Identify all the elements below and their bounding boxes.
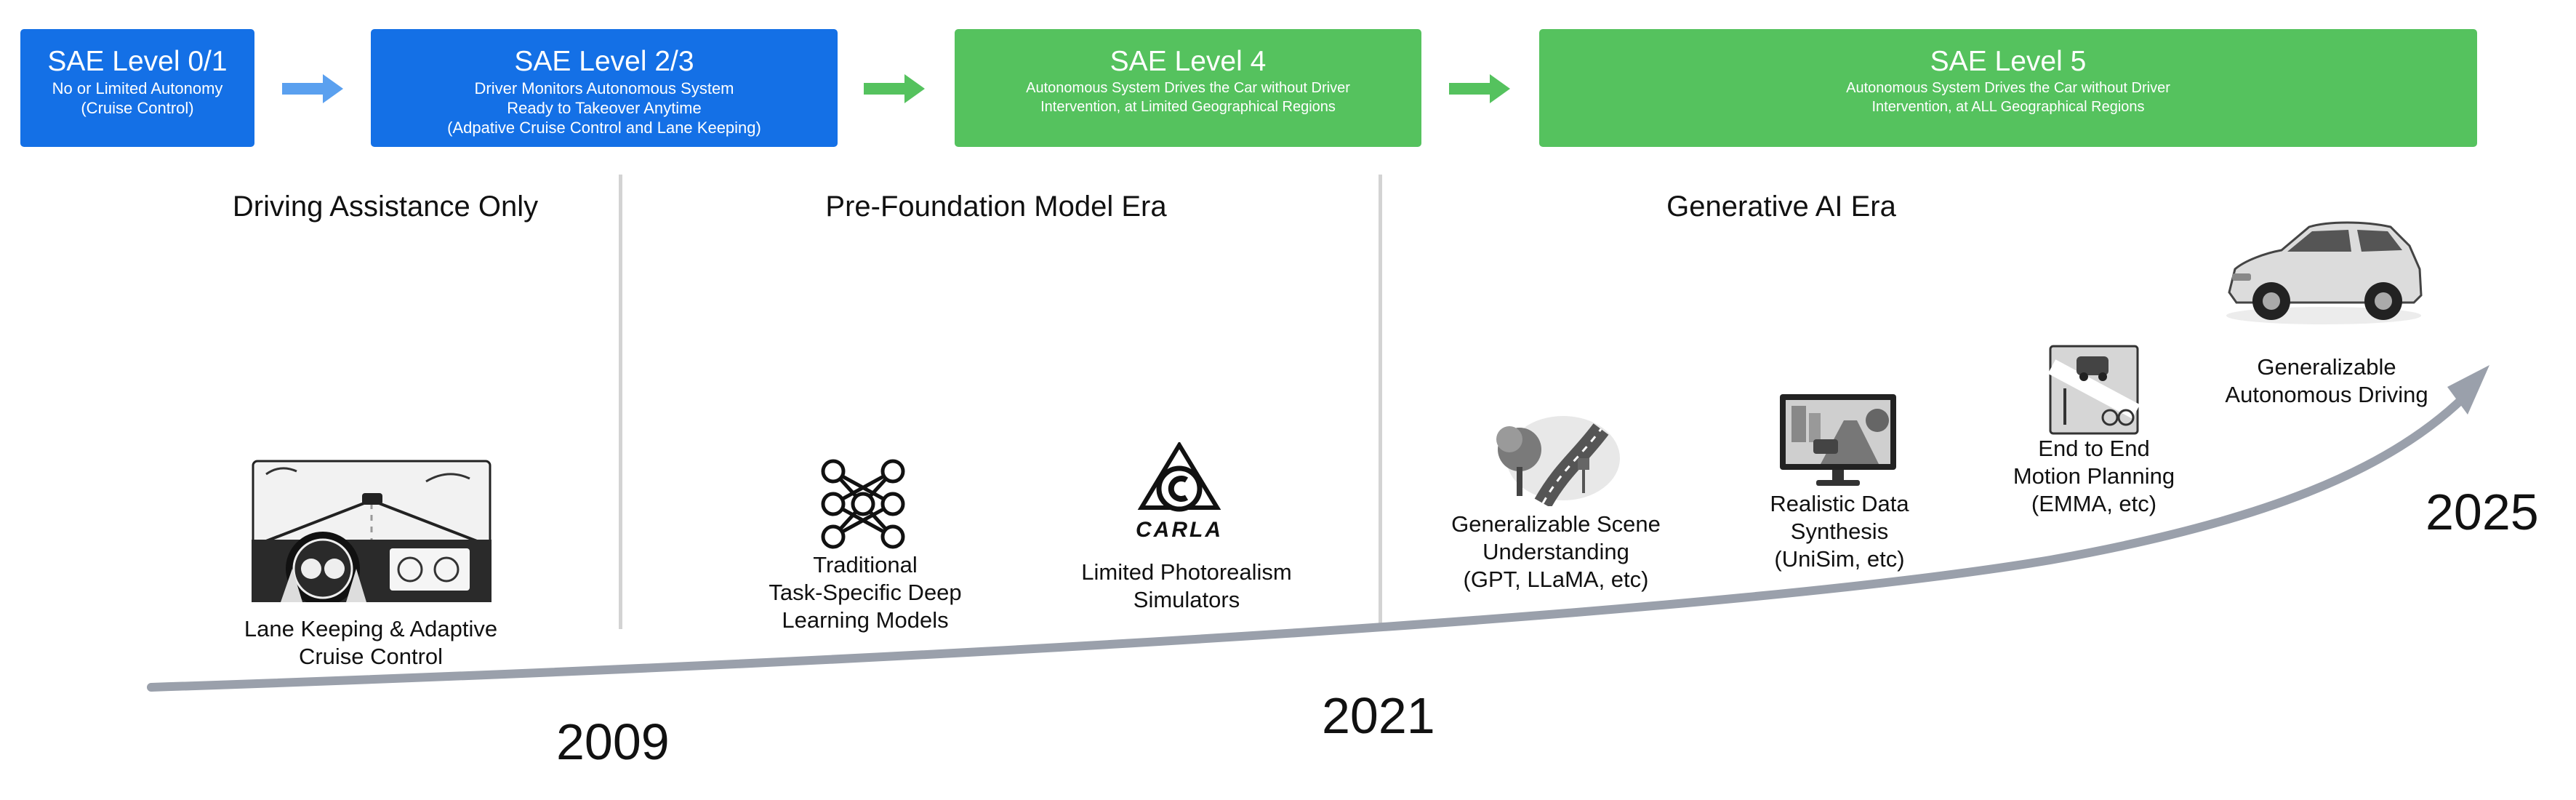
milestone-caption-line: End to End — [2038, 436, 2150, 461]
sae-level-2-3-line: Driver Monitors Autonomous System — [474, 79, 734, 97]
sae-level-5-line: Intervention, at ALL Geographical Region… — [1871, 99, 2145, 115]
sae-level-4-title: SAE Level 4 — [1110, 46, 1267, 77]
milestone-caption-line: Cruise Control — [298, 644, 444, 669]
era-divider — [1379, 175, 1382, 629]
sae-level-5-title: SAE Level 5 — [1930, 46, 2087, 77]
sae-level-0-1-line: No or Limited Autonomy — [52, 79, 223, 97]
sae-level-4-line: Intervention, at Limited Geographical Re… — [1040, 99, 1336, 115]
era-heading: Driving Assistance Only — [232, 191, 539, 223]
sae-level-4-line: Autonomous System Drives the Car without… — [1026, 80, 1350, 96]
carla-logo-text: CARLA — [1136, 518, 1223, 542]
sae-level-2-3-line: Ready to Takeover Anytime — [507, 99, 702, 117]
milestone-caption-line: Traditional — [813, 552, 918, 577]
carla-logo-icon: CARLA — [1136, 442, 1223, 542]
milestone-caption-line: Understanding — [1482, 539, 1629, 564]
milestone-caption-line: Lane Keeping & Adaptive — [244, 616, 498, 641]
sae-level-5-line: Autonomous System Drives the Car without… — [1846, 80, 2170, 96]
sae-level-0-1-line: (Cruise Control) — [81, 99, 194, 117]
right-arrow-icon — [864, 74, 925, 103]
car-icon — [2226, 221, 2423, 324]
right-arrow-icon — [282, 74, 343, 103]
milestone-caption-line: Synthesis — [1790, 519, 1889, 544]
milestone-caption-line: Generalizable Scene — [1451, 511, 1661, 537]
sae-level-2-3-line: (Adpative Cruise Control and Lane Keepin… — [447, 119, 761, 137]
milestone-caption-line: Learning Models — [782, 607, 949, 633]
milestone-caption-line: (UniSim, etc) — [1774, 546, 1905, 572]
sae-level-2-3-title: SAE Level 2/3 — [514, 46, 694, 77]
road-scene-icon — [1496, 416, 1620, 506]
sae-level-5-box: SAE Level 5 Autonomous System Drives the… — [1539, 29, 2477, 147]
milestone-caption-line: Generalizable — [2257, 354, 2396, 380]
milestone-caption: End to End Motion Planning (EMMA, etc) — [1985, 435, 2203, 518]
year-label: 2021 — [1322, 687, 1435, 744]
milestone-caption-line: Autonomous Driving — [2225, 382, 2428, 407]
milestone-caption-line: Limited Photorealism — [1081, 559, 1292, 585]
milestone-caption-line: (GPT, LLaMA, etc) — [1463, 567, 1649, 592]
milestone-caption: Generalizable Autonomous Driving — [2203, 353, 2450, 409]
era-heading: Pre-Foundation Model Era — [825, 191, 1167, 223]
monitor-icon — [1780, 394, 1896, 486]
year-label: 2025 — [2425, 484, 2539, 540]
sae-level-0-1-title: SAE Level 0/1 — [47, 46, 228, 77]
milestone-caption-line: Motion Planning — [2013, 463, 2175, 489]
motion-planning-icon — [2049, 345, 2139, 435]
year-label: 2009 — [556, 713, 670, 770]
milestone-caption-line: Realistic Data — [1770, 491, 1909, 516]
milestone-caption-line: Simulators — [1133, 587, 1240, 612]
sae-level-2-3-box: SAE Level 2/3 Driver Monitors Autonomous… — [371, 29, 838, 147]
milestone-caption: Traditional Task-Specific Deep Learning … — [727, 551, 1003, 634]
milestone-caption-line: (EMMA, etc) — [2031, 491, 2157, 516]
right-arrow-icon — [1449, 74, 1510, 103]
dashboard-icon — [252, 460, 491, 602]
sae-level-4-box: SAE Level 4 Autonomous System Drives the… — [955, 29, 1421, 147]
milestone-caption: Lane Keeping & Adaptive Cruise Control — [204, 615, 538, 671]
milestone-caption-line: Task-Specific Deep — [769, 580, 962, 605]
milestone-caption: Limited Photorealism Simulators — [1048, 559, 1325, 614]
era-heading: Generative AI Era — [1666, 191, 1896, 223]
sae-level-0-1-box: SAE Level 0/1 No or Limited Autonomy (Cr… — [20, 29, 254, 147]
milestone-caption: Realistic Data Synthesis (UniSim, etc) — [1730, 490, 1949, 573]
neural-network-icon — [821, 459, 905, 549]
milestone-caption: Generalizable Scene Understanding (GPT, … — [1418, 511, 1694, 593]
era-divider — [619, 175, 622, 629]
